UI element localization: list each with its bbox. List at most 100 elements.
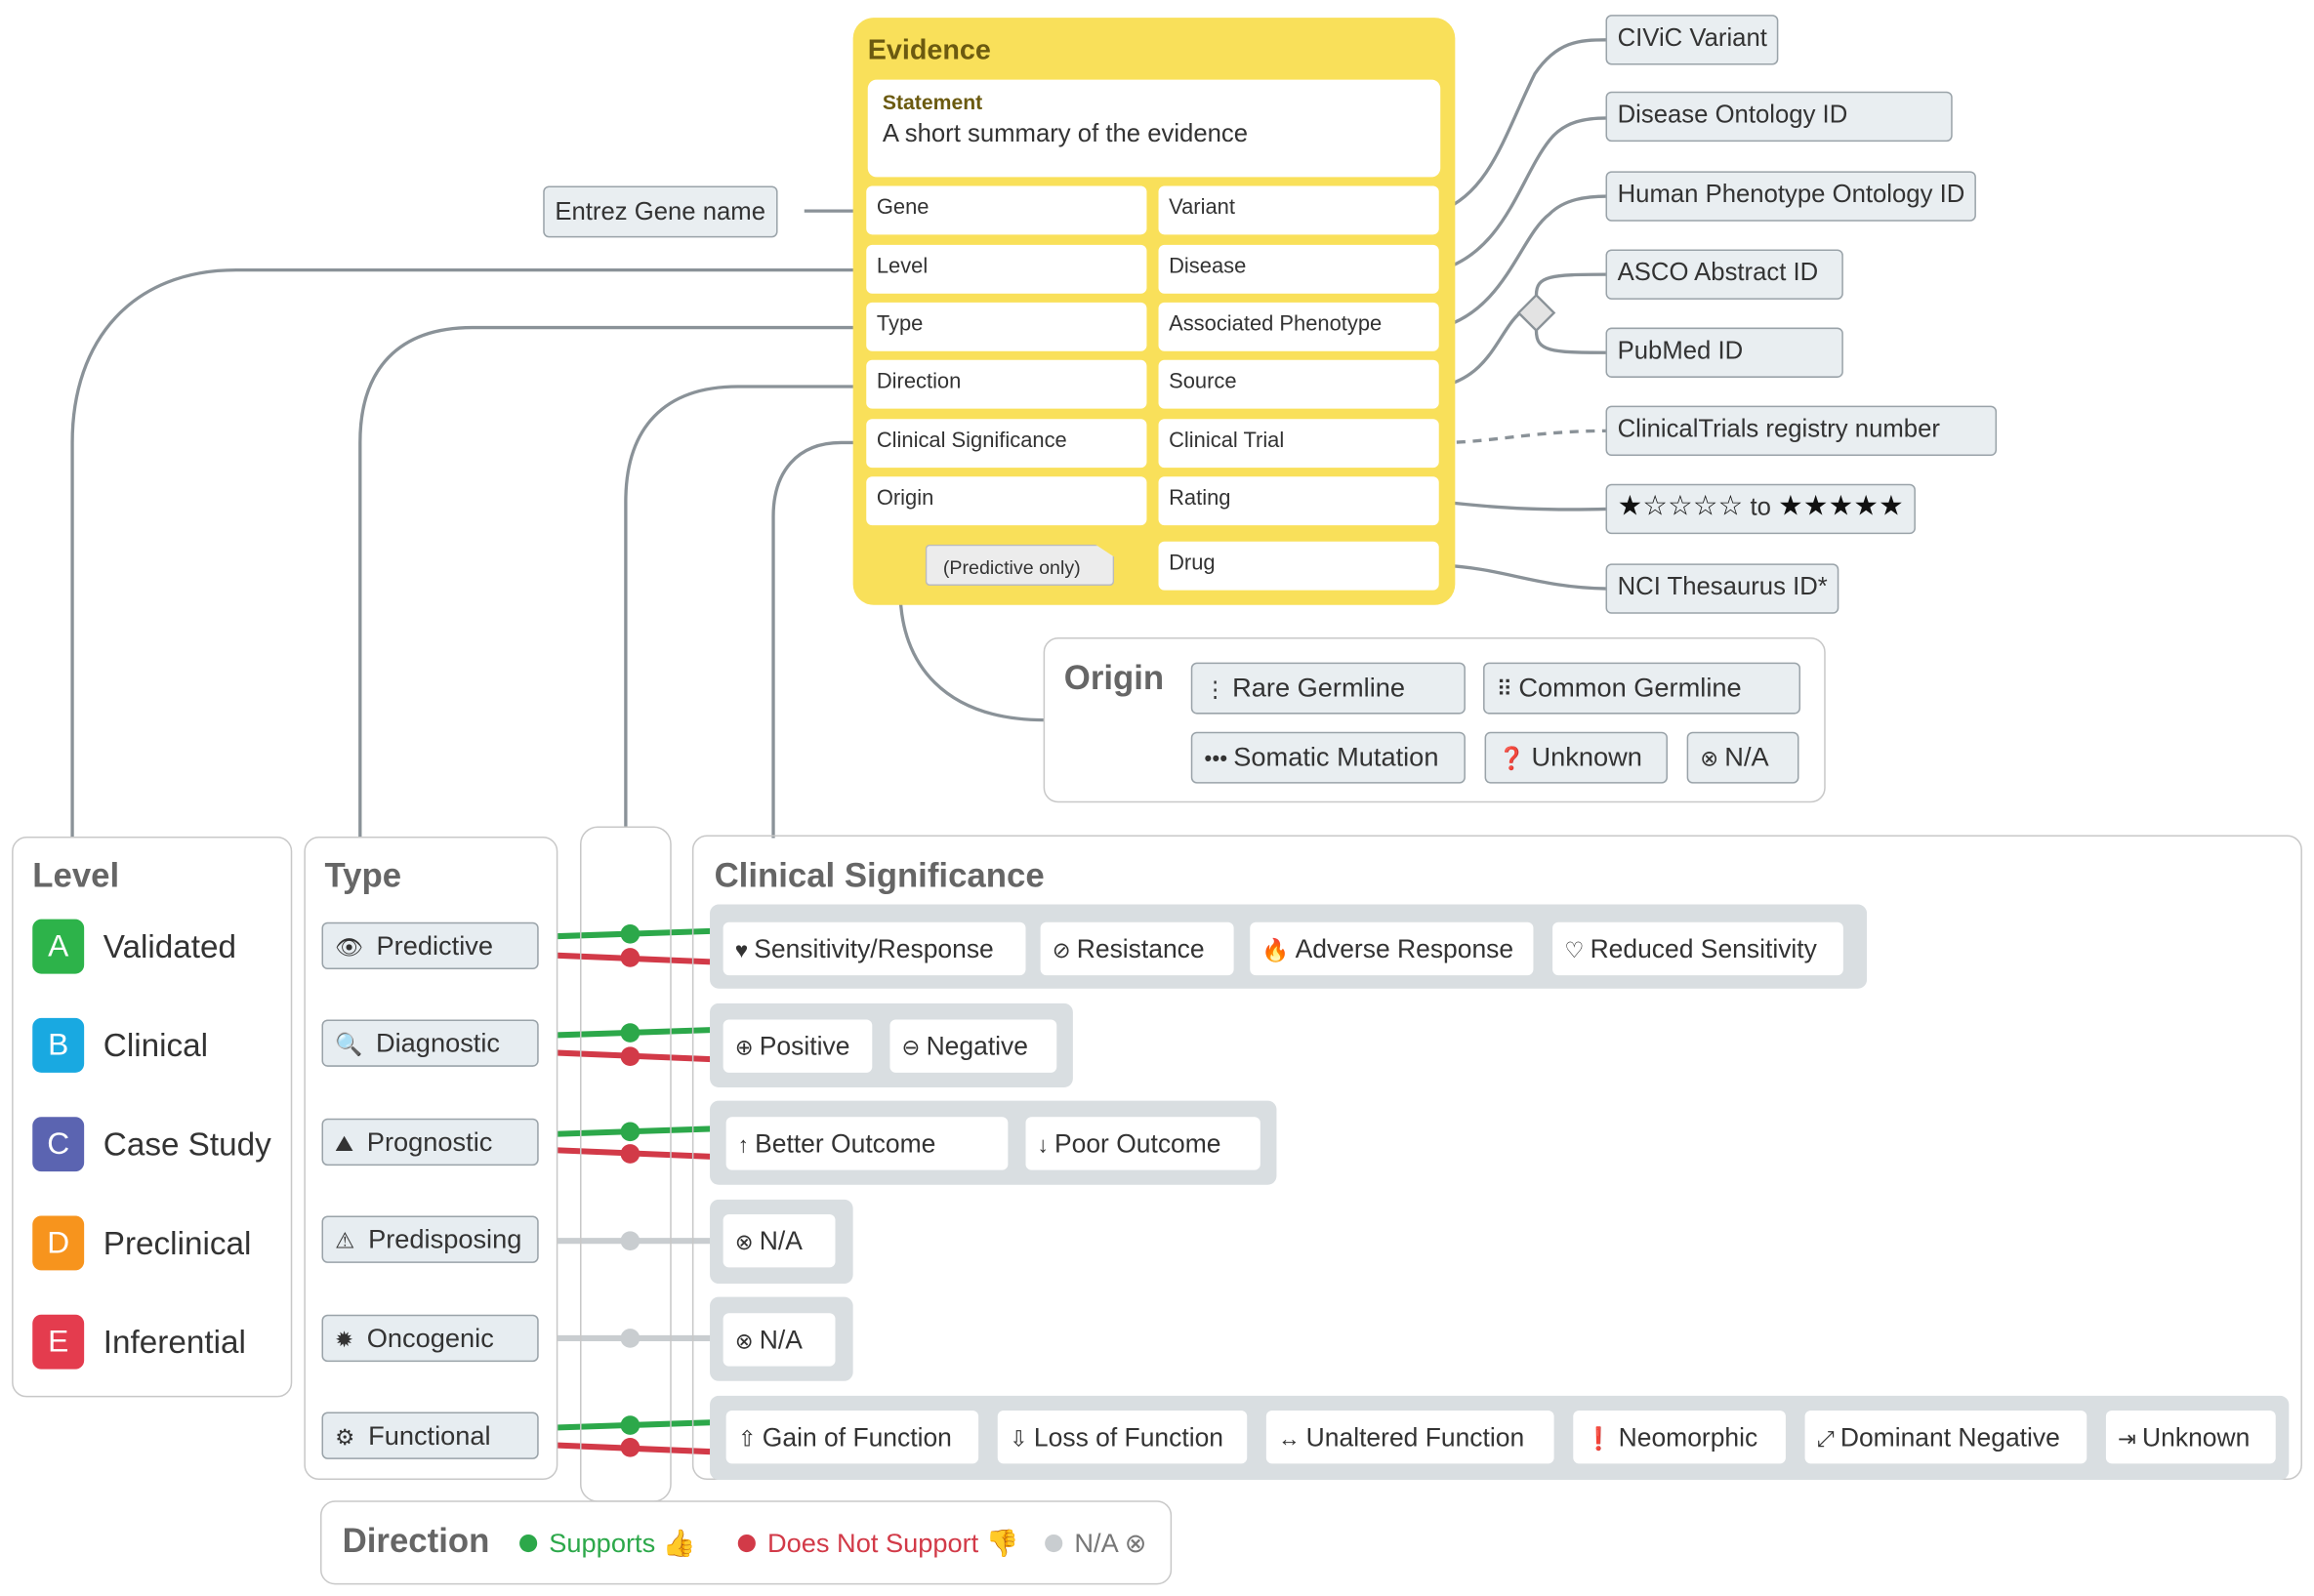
type-prognostic-label: Prognostic bbox=[366, 1126, 493, 1158]
sig-positive[interactable]: ⊕Positive bbox=[723, 1019, 873, 1073]
type-oncogenic-label: Oncogenic bbox=[366, 1323, 494, 1354]
field-level: Level bbox=[866, 244, 1147, 294]
na-label: N/A bbox=[1074, 1528, 1118, 1559]
sig-adverse-response[interactable]: 🔥Adverse Response bbox=[1250, 921, 1534, 976]
arrow-down-icon: ↓ bbox=[1037, 1132, 1049, 1159]
field-rating: Rating bbox=[1158, 476, 1439, 526]
sig-reduced-sensitivity[interactable]: ♡Reduced Sensitivity bbox=[1552, 921, 1843, 976]
statement-text: A short summary of the evidence bbox=[882, 119, 1249, 148]
sig-poor-outcome-label: Poor Outcome bbox=[1054, 1128, 1221, 1159]
sig-sensitivity-response[interactable]: ♥Sensitivity/Response bbox=[723, 921, 1026, 976]
nci-thesaurus-tag: NCI Thesaurus ID* bbox=[1605, 563, 1839, 614]
field-gene: Gene bbox=[866, 185, 1147, 235]
clinical-trials-tag: ClinicalTrials registry number bbox=[1605, 405, 1998, 457]
type-predictive[interactable]: 👁 Predictive bbox=[321, 921, 539, 970]
type-predisposing-label: Predisposing bbox=[368, 1224, 522, 1254]
type-predisposing[interactable]: ⚠ Predisposing bbox=[321, 1215, 539, 1263]
sig-sensitivity-response-label: Sensitivity/Response bbox=[754, 933, 994, 964]
level-badge-d: D bbox=[32, 1215, 85, 1271]
diamond-junction bbox=[1516, 293, 1556, 333]
origin-na[interactable]: ⊗N/A bbox=[1686, 731, 1799, 784]
fire-icon: 🔥 bbox=[1261, 938, 1290, 964]
gear-icon: ⚙ bbox=[335, 1425, 355, 1451]
type-functional[interactable]: ⚙ Functional bbox=[321, 1412, 539, 1459]
clinical-significance-title: Clinical Significance bbox=[714, 855, 1045, 894]
x-circle-icon: ⊗ bbox=[1700, 746, 1719, 772]
sig-functional-unknown-label: Unknown bbox=[2142, 1422, 2251, 1453]
origin-unknown[interactable]: ❓Unknown bbox=[1484, 731, 1668, 784]
sig-neomorphic[interactable]: ❗Neomorphic bbox=[1573, 1410, 1786, 1464]
plus-circle-icon: ⊕ bbox=[734, 1036, 754, 1061]
type-diagnostic-label: Diagnostic bbox=[375, 1028, 501, 1058]
sig-poor-outcome[interactable]: ↓Poor Outcome bbox=[1025, 1117, 1260, 1170]
sig-positive-label: Positive bbox=[759, 1031, 850, 1061]
field-clinical-significance: Clinical Significance bbox=[866, 419, 1147, 469]
field-source: Source bbox=[1158, 359, 1439, 409]
sig-predisposing-na[interactable]: ⊗N/A bbox=[723, 1213, 836, 1268]
field-associated-phenotype: Associated Phenotype bbox=[1158, 302, 1439, 351]
field-type: Type bbox=[866, 302, 1147, 351]
type-oncogenic[interactable]: ✹ Oncogenic bbox=[321, 1314, 539, 1363]
exclamation-circle-icon: ❗ bbox=[1585, 1426, 1613, 1453]
does-not-support-label: Does Not Support bbox=[766, 1528, 979, 1559]
evidence-title: Evidence bbox=[867, 35, 991, 67]
sig-dominant-negative[interactable]: ⤢Dominant Negative bbox=[1804, 1410, 2087, 1464]
origin-common-germline[interactable]: ⠿Common Germline bbox=[1483, 662, 1801, 715]
rating-stars-low: ★☆☆☆☆ bbox=[1617, 491, 1744, 523]
x-circle-icon: ⊗ bbox=[734, 1230, 754, 1256]
level-badge-a: A bbox=[32, 919, 85, 974]
sig-negative-label: Negative bbox=[926, 1031, 1028, 1061]
sig-resistance[interactable]: ⊘Resistance bbox=[1040, 921, 1234, 976]
origin-somatic-mutation[interactable]: •••Somatic Mutation bbox=[1190, 731, 1466, 784]
sig-gain-of-function[interactable]: ⇧Gain of Function bbox=[725, 1410, 979, 1464]
statement-box bbox=[867, 79, 1441, 178]
sign-out-icon: ⇥ bbox=[2118, 1426, 2137, 1453]
direction-supports: Supports 👍 bbox=[519, 1529, 696, 1560]
origin-title: Origin bbox=[1063, 658, 1165, 697]
sig-gain-of-function-label: Gain of Function bbox=[762, 1422, 952, 1453]
supports-label: Supports bbox=[549, 1528, 656, 1559]
arrows-horizontal-icon: ↔ bbox=[1277, 1426, 1301, 1453]
ban-icon: ⊘ bbox=[1052, 938, 1071, 964]
origin-rare-germline[interactable]: ⋮Rare Germline bbox=[1190, 662, 1466, 715]
field-variant: Variant bbox=[1158, 185, 1439, 235]
sig-oncogenic-na[interactable]: ⊗N/A bbox=[723, 1313, 836, 1367]
search-icon: 🔍 bbox=[335, 1033, 363, 1058]
type-functional-label: Functional bbox=[368, 1420, 491, 1451]
direction-connector-frame bbox=[580, 826, 672, 1502]
minus-circle-icon: ⊖ bbox=[901, 1036, 921, 1061]
origin-common-germline-label: Common Germline bbox=[1518, 673, 1742, 703]
sig-negative[interactable]: ⊖Negative bbox=[889, 1019, 1057, 1073]
sig-better-outcome-label: Better Outcome bbox=[755, 1128, 936, 1159]
field-direction: Direction bbox=[866, 359, 1147, 409]
level-label-case-study: Case Study bbox=[103, 1125, 271, 1164]
direction-does-not-support: Does Not Support 👎 bbox=[737, 1528, 1019, 1560]
dot-grid-icon: ⠿ bbox=[1496, 676, 1513, 703]
type-diagnostic[interactable]: 🔍 Diagnostic bbox=[321, 1019, 539, 1067]
field-drug: Drug bbox=[1158, 541, 1439, 591]
level-label-validated: Validated bbox=[103, 927, 237, 965]
eye-icon: 👁 bbox=[335, 935, 363, 961]
asco-tag: ASCO Abstract ID bbox=[1605, 249, 1843, 300]
field-origin: Origin bbox=[866, 476, 1147, 526]
level-label-preclinical: Preclinical bbox=[103, 1224, 252, 1262]
type-predictive-label: Predictive bbox=[376, 930, 493, 961]
sig-unaltered-function[interactable]: ↔Unaltered Function bbox=[1265, 1410, 1554, 1464]
question-circle-icon: ❓ bbox=[1498, 746, 1526, 772]
direction-title: Direction bbox=[342, 1521, 490, 1560]
sig-better-outcome[interactable]: ↑Better Outcome bbox=[725, 1117, 1009, 1170]
sig-loss-of-function[interactable]: ⇩Loss of Function bbox=[997, 1410, 1248, 1464]
field-clinical-trial: Clinical Trial bbox=[1158, 419, 1439, 469]
origin-unknown-label: Unknown bbox=[1531, 742, 1642, 772]
x-circle-icon: ⊗ bbox=[1124, 1528, 1147, 1559]
rating-to-word: to bbox=[1750, 492, 1771, 521]
warning-icon: ⚠ bbox=[335, 1229, 355, 1254]
pubmed-tag: PubMed ID bbox=[1605, 327, 1843, 378]
level-badge-c: C bbox=[32, 1117, 85, 1172]
sig-reduced-sensitivity-label: Reduced Sensitivity bbox=[1590, 933, 1817, 964]
sig-functional-unknown[interactable]: ⇥Unknown bbox=[2105, 1410, 2276, 1464]
type-prognostic[interactable]: ⛰ Prognostic bbox=[321, 1118, 539, 1166]
level-badge-e: E bbox=[32, 1314, 85, 1370]
horizontal-dots-icon: ••• bbox=[1204, 746, 1228, 772]
